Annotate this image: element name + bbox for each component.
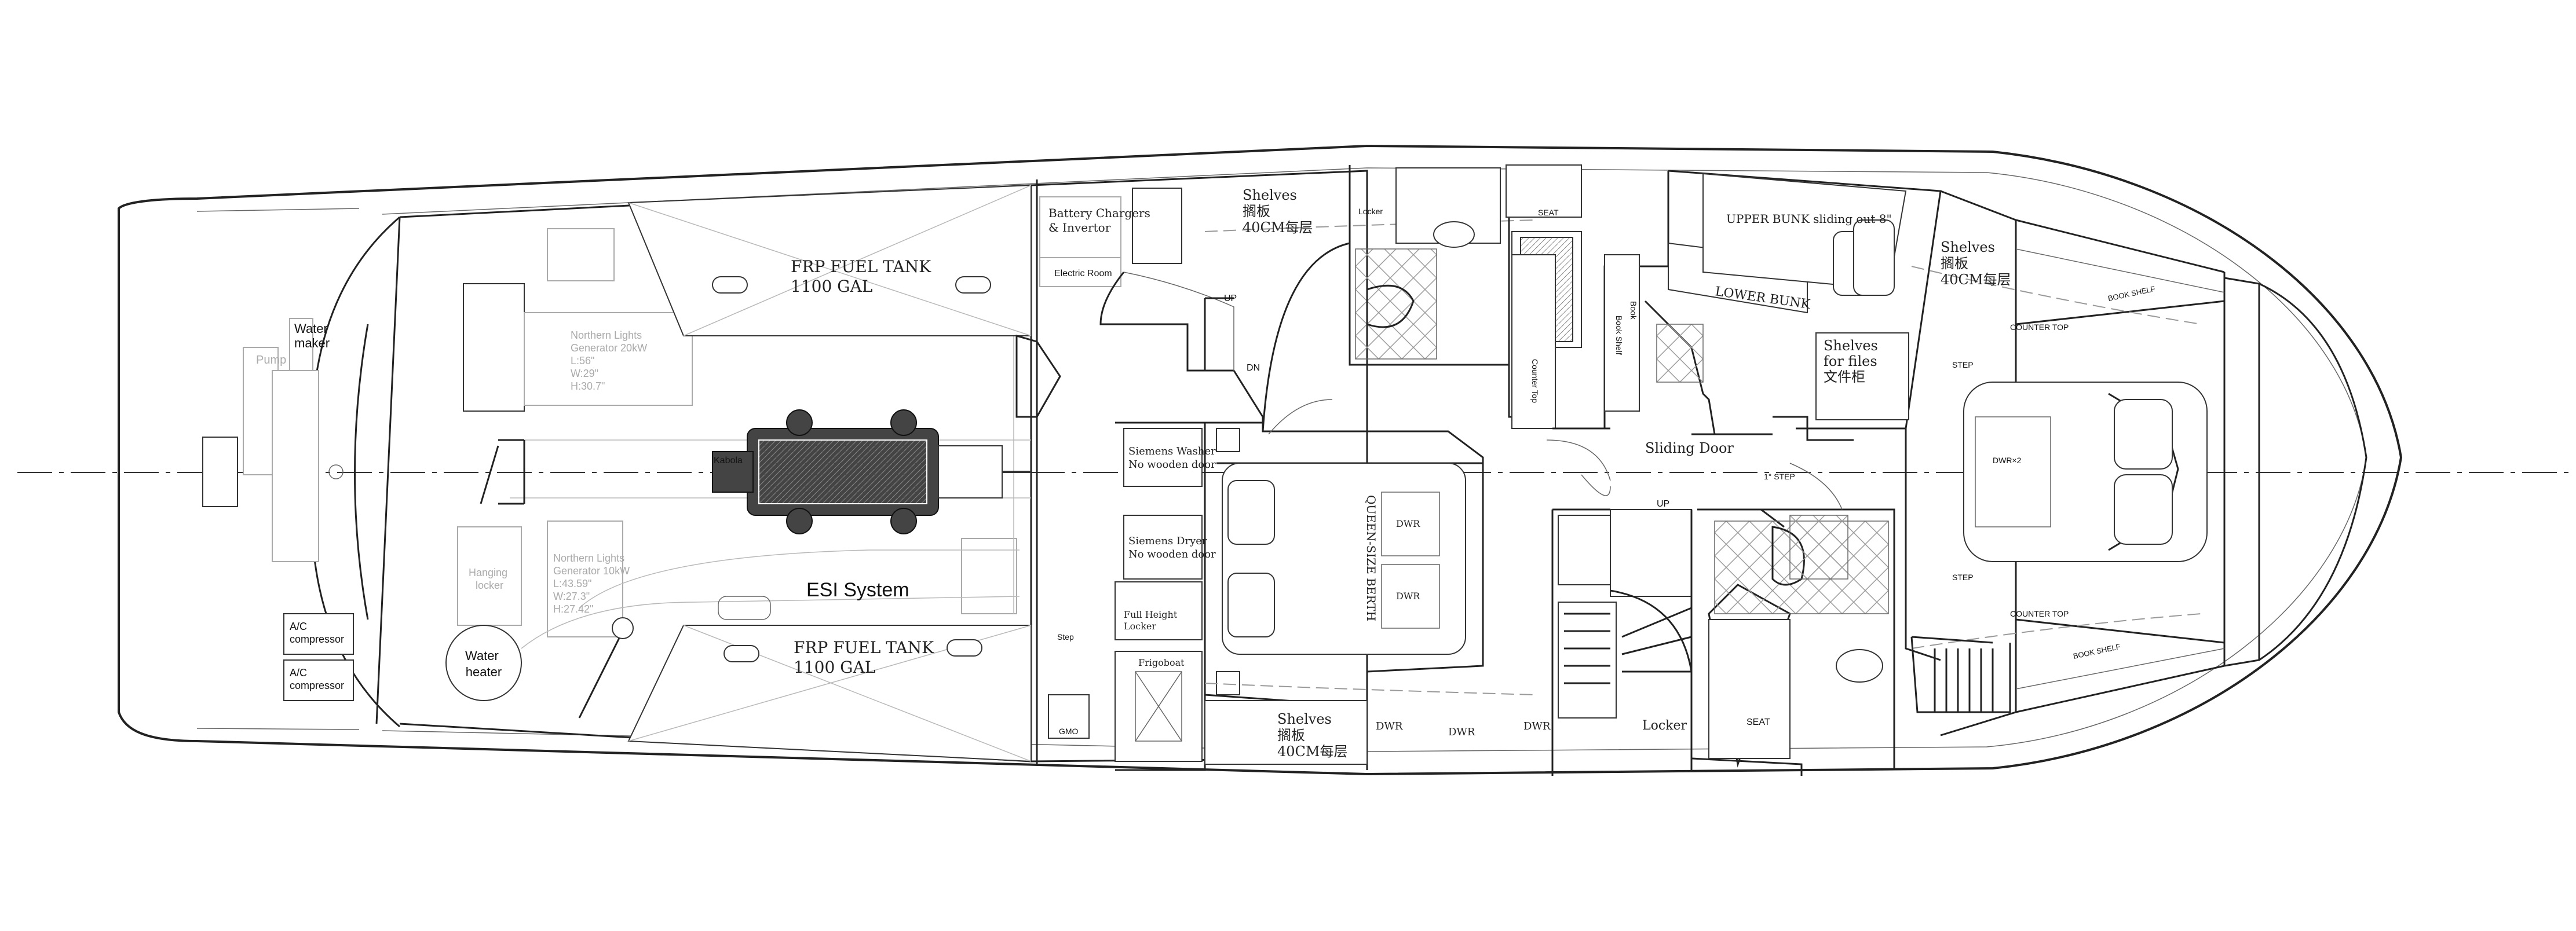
electric-room-label: Electric Room: [1054, 269, 1112, 278]
pump-label: Pump: [256, 354, 286, 366]
dryer-label: Siemens Dryer No wooden door: [1128, 535, 1216, 560]
queen-berth: [1222, 463, 1466, 655]
frigoboat-label: Frigoboat: [1138, 657, 1185, 668]
battery-label: Battery Chargers & Invertor: [1048, 206, 1154, 234]
bunk-cabin: [1603, 170, 1942, 441]
step-small-label: 1° STEP: [1764, 472, 1795, 481]
generator-top-label: Northern Lights Generator 20kW L:56" W:2…: [571, 329, 650, 392]
fuel-tank-bottom: [627, 625, 1032, 763]
shelves-mid-top-label: Shelves 搁板 40CM每层: [1243, 187, 1313, 236]
step-mid-label: Step: [1057, 632, 1074, 642]
book-label: Book: [1629, 301, 1638, 320]
ac-compressor-2-label: A/C compressor: [290, 667, 344, 691]
passage: [1508, 254, 1617, 776]
engine-block: [712, 409, 1031, 620]
labels: Water maker Pump A/C compressor A/C comp…: [256, 187, 2156, 760]
fwd-head: [1697, 508, 1895, 770]
dwr-3-label: DWR: [1376, 720, 1403, 732]
esi-system-label: ESI System: [806, 579, 909, 601]
full-height-locker-box: [1115, 581, 1203, 640]
locker-small-label: Locker: [1358, 207, 1383, 216]
dn-label: DN: [1247, 363, 1260, 373]
stern-area: [202, 216, 401, 728]
water-maker-label: Water maker: [294, 321, 331, 350]
heater-panel: [961, 538, 1017, 614]
seat-bottom-label: SEAT: [1746, 717, 1770, 727]
swim-ladder: [202, 437, 238, 507]
shelves-fwd-label: Shelves 搁板 40CM每层: [1941, 239, 2011, 288]
locker-label: Locker: [1642, 719, 1687, 733]
dwr-2-label: DWR: [1396, 591, 1420, 602]
engine-room: [399, 184, 1032, 763]
step-bottom-label: STEP: [1952, 573, 1974, 582]
generator-bottom: [547, 521, 623, 637]
generator-bottom-label: Northern Lights Generator 10kW L:43.59" …: [553, 552, 633, 615]
counter-top-bottom-label: COUNTER TOP: [2010, 609, 2069, 618]
book-shelf-v-label: Book Shelf: [1614, 316, 1624, 355]
dwr-b2-label: DWR: [1523, 720, 1551, 732]
master-cabin: [1204, 219, 1536, 770]
forward-stateroom: [1905, 190, 2260, 736]
sink-small: [1048, 694, 1090, 739]
shelves-bottom-box: [1204, 700, 1368, 765]
shelves-files-label: Shelves for files 文件柜: [1824, 338, 1883, 385]
counter-top-top-label: COUNTER TOP: [2010, 322, 2069, 332]
doors: [1268, 399, 1843, 510]
ac-compressor-1-label: A/C compressor: [290, 621, 344, 645]
step-top-label: STEP: [1952, 360, 1974, 369]
hatch-top: [547, 228, 615, 281]
laundry: [1048, 421, 1206, 771]
shelves-files-box: [1815, 332, 1909, 420]
washer-label: Siemens Washer No wooden door: [1128, 445, 1219, 471]
full-height-locker-label: Full Height Locker: [1124, 609, 1180, 632]
kabola-label: Kabola: [714, 456, 743, 465]
up-top-label: UP: [1224, 294, 1237, 303]
queen-berth-label: QUEEN-SIZE BERTH: [1364, 495, 1378, 621]
stairs: [1610, 508, 1803, 776]
washer-box: [1123, 428, 1203, 487]
counter-top-v-label: Counter Top: [1530, 359, 1540, 403]
up-bottom-label: UP: [1657, 499, 1669, 509]
pillow-2: [1227, 573, 1275, 637]
seat-top-label: SEAT: [1538, 208, 1559, 217]
machinery-box: [272, 370, 319, 562]
book-shelf-bottom-label: BOOK SHELF: [2073, 642, 2121, 661]
tank-vent: [1015, 335, 1061, 418]
dryer-box: [1123, 515, 1203, 580]
dwr-1-label: DWR: [1396, 518, 1420, 529]
bow: [2259, 283, 2367, 661]
book-shelf-top-label: BOOK SHELF: [2107, 284, 2156, 303]
book-shelf-v-box: [1604, 254, 1640, 412]
upper-bunk-label: UPPER BUNK sliding out 8": [1726, 212, 1892, 226]
fuel-tank-top: [627, 184, 1032, 336]
fuel-tank-top-label: FRP FUEL TANK 1100 GAL: [791, 257, 936, 296]
counter-top-v-box: [1511, 254, 1556, 429]
fuel-tank-bottom-label: FRP FUEL TANK 1100 GAL: [794, 638, 939, 677]
electric-room-box: [1039, 257, 1121, 287]
mid-section: [1031, 170, 1368, 764]
water-heater-label: Water heater: [465, 648, 502, 679]
hanging-locker-label: Hanging locker: [469, 567, 510, 591]
shelves-mid-bottom-label: Shelves 搁板 40CM每层: [1277, 711, 1347, 760]
gmo-label: GMO: [1059, 727, 1079, 736]
generator-top-housing: [463, 283, 525, 412]
dwr-b1-label: DWR: [1448, 726, 1475, 738]
hanging-locker-box: [457, 526, 522, 626]
sliding-door-label: Sliding Door: [1645, 440, 1734, 456]
generator-top: [524, 312, 693, 406]
pillow-1: [1227, 480, 1275, 545]
dwr-fwd-label: DWR×2: [1993, 456, 2022, 465]
